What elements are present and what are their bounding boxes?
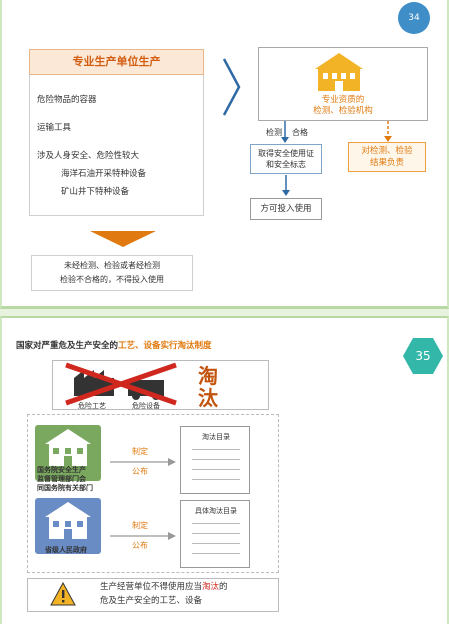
arrow-right-icon [110, 458, 176, 466]
warning-line-1: 未经检测、检验或者经检测 [64, 261, 160, 270]
notice-highlight: 淘汰 [202, 582, 220, 592]
national-line-1: 国务院安全生产 [37, 466, 86, 474]
notice-bar [27, 578, 279, 612]
notice-line-2: 危及生产安全的工艺、设备 [100, 596, 203, 606]
arrow-right-icon-2 [110, 532, 176, 540]
label-pass: 合格 [292, 128, 308, 137]
notice-text: 生产经营单位不得使用应当淘汰的 危及生产安全的工艺、设备 [100, 580, 228, 608]
elimination-list-title: 淘汰目录 [202, 433, 230, 441]
connector-lines [281, 121, 392, 143]
arrow-top-label-a: 制定 [132, 447, 148, 456]
title-plain: 国家对严重危及生产安全的 [16, 341, 119, 351]
notice-pre: 生产经营单位不得使用应当 [100, 582, 203, 592]
national-line-2: 监督管理部门会 [37, 475, 86, 483]
national-line-3: 同国务院有关部门 [37, 484, 93, 492]
certificate-box: 取得安全使用证 和安全标志 [250, 144, 322, 174]
cert-line-1: 取得安全使用证 [258, 149, 314, 158]
put-into-use-box: 方可投入使用 [250, 198, 322, 220]
resp-line-2: 结果负责 [369, 158, 404, 168]
authority-section [27, 414, 279, 573]
specific-list-title: 具体淘汰目录 [195, 507, 237, 515]
red-cross-icon [65, 362, 177, 406]
org-line-1: 专业资质的 [321, 95, 365, 105]
label-dangerous-equipment: 危险设备 [132, 402, 160, 410]
page-number-badge: 34 [398, 2, 430, 34]
item-containers: 危险物品的容器 [37, 95, 97, 105]
slide-title: 国家对严重危及生产安全的工艺、设备实行淘汰制度 [16, 339, 312, 357]
warning-line-2: 检验不合格的，不得投入使用 [60, 275, 164, 284]
specific-elimination-list-box: 具体淘汰目录 [180, 500, 250, 568]
item-mine: 矿山井下特种设备 [61, 187, 130, 197]
building-icon [315, 53, 363, 91]
cert-line-2: 和安全标志 [266, 160, 306, 169]
warning-triangle-icon [50, 582, 76, 606]
chevron-right-icon [222, 58, 241, 116]
org-line-2: 检测、检验机构 [313, 106, 373, 116]
down-arrow-icon [90, 231, 156, 247]
notice-post: 的 [219, 582, 228, 592]
slide-gap [0, 309, 449, 316]
eliminate-char-1: 淘 [198, 364, 218, 388]
arrow-bottom-label-b: 公布 [132, 541, 148, 550]
item-personal-safety: 涉及人身安全、危险性较大 [37, 151, 140, 161]
house-icon [45, 429, 91, 466]
responsibility-box: 对检测、检验 结果负责 [348, 142, 426, 172]
production-box: 专业生产单位生产 [29, 49, 204, 216]
arrow-bottom-label-a: 制定 [132, 521, 148, 530]
warning-box: 未经检测、检验或者经检测 检验不合格的，不得投入使用 [31, 255, 193, 291]
arrow-top-label-b: 公布 [132, 467, 148, 476]
label-dangerous-process: 危险工艺 [78, 402, 106, 410]
item-offshore: 海洋石油开采特种设备 [61, 169, 147, 179]
production-box-header: 专业生产单位生产 [29, 49, 204, 75]
eliminate-text: 淘 汰 [198, 365, 224, 409]
house-icon-2 [45, 502, 91, 539]
eliminate-char-2: 汰 [198, 386, 218, 410]
resp-line-1: 对检测、检验 [361, 146, 413, 156]
inspection-org-name: 专业资质的 检测、检验机构 [258, 95, 428, 117]
title-highlight: 工艺、设备实行淘汰制度 [118, 341, 212, 351]
elimination-list-box: 淘汰目录 [180, 426, 250, 494]
label-test: 检测 [266, 128, 282, 137]
provincial-label: 省级人民政府 [45, 546, 87, 554]
down-arrow-small-icon [282, 175, 290, 196]
item-transport: 运输工具 [37, 123, 72, 133]
